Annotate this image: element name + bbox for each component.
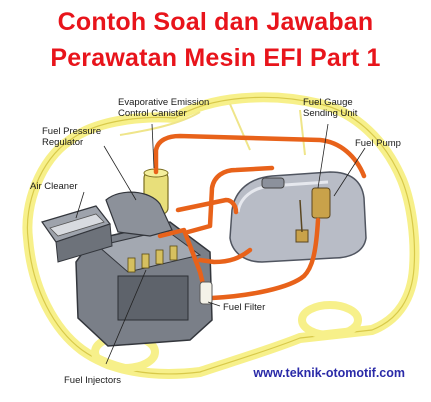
- label-evaporative-canister: Evaporative Emission Control Canister: [118, 97, 209, 119]
- label-regulator-line-1: Fuel Pressure: [42, 126, 102, 137]
- page-title-line-1: Contoh Soal dan Jawaban: [57, 8, 374, 36]
- label-fuel-injectors: Fuel Injectors: [64, 375, 122, 386]
- air-cleaner-icon: [41, 205, 113, 263]
- engine-icon: [75, 191, 213, 347]
- page-title-line-2: Perawatan Mesin EFI Part 1: [50, 44, 381, 72]
- label-fuel-filter: Fuel Filter: [223, 302, 266, 313]
- label-evap-line-1: Evaporative Emission: [118, 97, 210, 108]
- label-fuel-pump: Fuel Pump: [355, 138, 401, 149]
- fuel-tank-icon: [229, 171, 367, 263]
- leader-lines: [75, 123, 366, 365]
- car-outline-icon: [22, 92, 420, 379]
- label-gauge-line-2: Sending Unit: [303, 108, 358, 119]
- fuel-injector-icons: [127, 245, 178, 273]
- label-gauge-line-1: Fuel Gauge: [303, 97, 353, 108]
- fuel-lines: [153, 133, 367, 301]
- label-fuel-pressure-regulator: Fuel Pressure Regulator: [42, 126, 101, 148]
- website-url: www.teknik-otomotif.com: [253, 366, 405, 380]
- label-air-cleaner: Air Cleaner: [30, 181, 78, 192]
- label-regulator-line-2: Regulator: [42, 137, 84, 148]
- fuel-pump-icon: [295, 187, 331, 243]
- label-evap-line-2: Control Canister: [118, 108, 187, 119]
- label-fuel-gauge: Fuel Gauge Sending Unit: [303, 97, 357, 119]
- fuel-filter-icon: [199, 281, 213, 305]
